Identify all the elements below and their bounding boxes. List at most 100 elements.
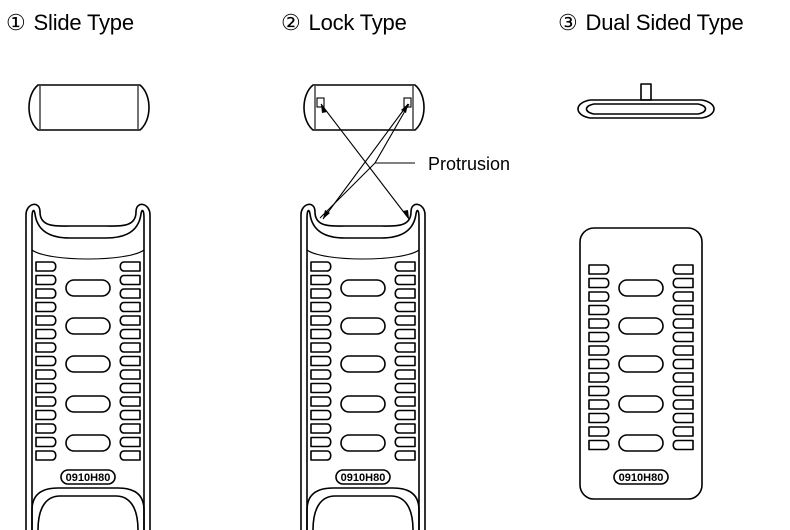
center-slot [618, 317, 664, 335]
side-slot-right [394, 315, 416, 326]
side-slot-left [588, 331, 610, 343]
side-slot-right [119, 355, 141, 367]
side-slot-left [35, 355, 57, 367]
center-slot [618, 279, 664, 297]
side-slot-right [672, 331, 694, 343]
side-slot-left [588, 345, 610, 356]
side-slot-right [119, 382, 141, 394]
side-slot-right [672, 412, 694, 424]
type-number-1: ① [6, 10, 26, 35]
center-slot [65, 395, 111, 413]
side-slot-right [119, 436, 141, 448]
center-slot [340, 434, 386, 452]
dual-sided-type-title: ③ Dual Sided Type [558, 10, 744, 36]
side-slot-left [35, 450, 57, 461]
lock-type-plate: 0910H80 [300, 203, 426, 530]
side-slot-right [394, 409, 416, 421]
side-slot-left [35, 315, 57, 326]
side-slot-right [672, 291, 694, 302]
plate-bottom-inner [312, 495, 414, 530]
side-slot-left [588, 426, 610, 437]
side-slot-right [119, 261, 141, 272]
center-slot [340, 317, 386, 335]
side-slot-left [588, 358, 610, 370]
side-slot-left [310, 436, 332, 448]
side-slot-left [35, 301, 57, 313]
side-slot-right [672, 345, 694, 356]
side-slot-right [119, 450, 141, 461]
plate-marking: 0910H80 [341, 472, 386, 484]
side-slot-right [672, 304, 694, 316]
side-slot-right [394, 342, 416, 353]
side-slot-right [119, 301, 141, 313]
side-slot-right [672, 426, 694, 437]
dual-sided-type-label: Dual Sided Type [585, 10, 744, 35]
plate-outline [300, 203, 426, 530]
center-slot [618, 395, 664, 413]
side-slot-right [672, 277, 694, 289]
lock-type-label: Lock Type [308, 10, 407, 35]
marking-plate [613, 469, 669, 485]
side-slot-left [35, 261, 57, 272]
side-slot-left [35, 436, 57, 448]
side-slot-left [310, 423, 332, 434]
side-slot-left [588, 372, 610, 383]
side-slot-right [119, 342, 141, 353]
side-slot-right [119, 315, 141, 326]
side-slot-left [310, 288, 332, 299]
side-slot-right [672, 318, 694, 329]
plate-bottom-notch [306, 487, 420, 530]
side-slot-left [310, 315, 332, 326]
side-slot-right [672, 439, 694, 451]
side-slot-left [310, 301, 332, 313]
side-slot-right [672, 372, 694, 383]
dual-sided-cap [577, 83, 715, 119]
side-slot-right [672, 385, 694, 397]
side-slot-left [35, 274, 57, 286]
side-slot-right [394, 396, 416, 407]
center-slot [618, 355, 664, 373]
side-slot-left [35, 396, 57, 407]
side-slot-right [119, 369, 141, 380]
center-slot [340, 279, 386, 297]
side-slot-left [588, 264, 610, 275]
slide-type-cap [28, 84, 150, 131]
side-slot-right [119, 328, 141, 340]
side-slot-right [119, 274, 141, 286]
plate-marking: 0910H80 [66, 472, 111, 484]
side-slot-right [119, 288, 141, 299]
center-slot [340, 395, 386, 413]
side-slot-left [310, 450, 332, 461]
dual-sided-plate [579, 227, 703, 500]
marking-plate [60, 469, 116, 485]
side-slot-left [310, 342, 332, 353]
plate-bottom-notch [31, 487, 145, 530]
side-slot-left [310, 382, 332, 394]
side-slot-right [394, 328, 416, 340]
protrusion-label: Protrusion [428, 154, 510, 174]
side-slot-left [310, 355, 332, 367]
center-slot [65, 355, 111, 373]
side-slot-left [588, 385, 610, 397]
side-slot-left [310, 409, 332, 421]
side-slot-left [35, 328, 57, 340]
side-slot-left [35, 382, 57, 394]
side-slot-right [672, 264, 694, 275]
side-slot-right [672, 399, 694, 410]
side-slot-right [394, 369, 416, 380]
protrusion-marker-left [316, 97, 325, 108]
center-slot [65, 279, 111, 297]
side-slot-left [35, 288, 57, 299]
side-slot-left [310, 328, 332, 340]
side-slot-right [394, 355, 416, 367]
center-slot [65, 434, 111, 452]
side-slot-right [119, 409, 141, 421]
side-slot-right [394, 301, 416, 313]
side-slot-right [672, 358, 694, 370]
side-slot-left [588, 412, 610, 424]
side-slot-right [394, 436, 416, 448]
type-number-3: ③ [558, 10, 578, 35]
side-slot-right [394, 382, 416, 394]
side-slot-left [310, 274, 332, 286]
